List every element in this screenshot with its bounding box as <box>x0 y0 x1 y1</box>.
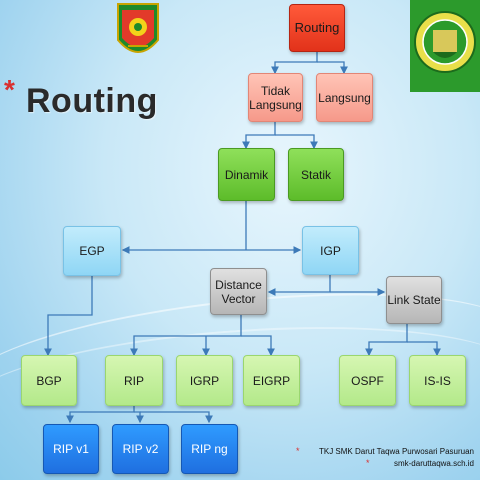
footer-bullet-icon: * <box>296 446 300 456</box>
node-statik: Statik <box>288 148 344 201</box>
node-routing: Routing <box>289 4 345 52</box>
footer-school: TKJ SMK Darut Taqwa Purwosari Pasuruan <box>318 447 474 456</box>
node-dinamik: Dinamik <box>218 148 275 201</box>
node-ospf: OSPF <box>339 355 396 406</box>
yayasan-logo-right <box>410 0 480 92</box>
node-rip-v1: RIP v1 <box>43 424 99 474</box>
node-rip-ng: RIP ng <box>181 424 238 474</box>
node-is-is: IS-IS <box>409 355 466 406</box>
slide-title: Routing <box>26 82 158 120</box>
node-tidak-langsung: Tidak Langsung <box>248 73 303 122</box>
node-rip: RIP <box>105 355 163 406</box>
node-link-state: Link State <box>386 276 442 324</box>
title-bullet-icon: * <box>4 74 15 105</box>
footer-website: smk-daruttaqwa.sch.id <box>393 459 474 468</box>
node-egp: EGP <box>63 226 121 276</box>
node-igrp: IGRP <box>176 355 233 406</box>
node-igp: IGP <box>302 226 359 275</box>
node-eigrp: EIGRP <box>243 355 300 406</box>
node-rip-v2: RIP v2 <box>112 424 169 474</box>
node-bgp: BGP <box>21 355 77 406</box>
footer-bullet-icon: * <box>366 458 370 468</box>
node-langsung: Langsung <box>316 73 373 122</box>
node-distance-vector: Distance Vector <box>210 268 267 315</box>
school-logo-left <box>114 0 162 64</box>
